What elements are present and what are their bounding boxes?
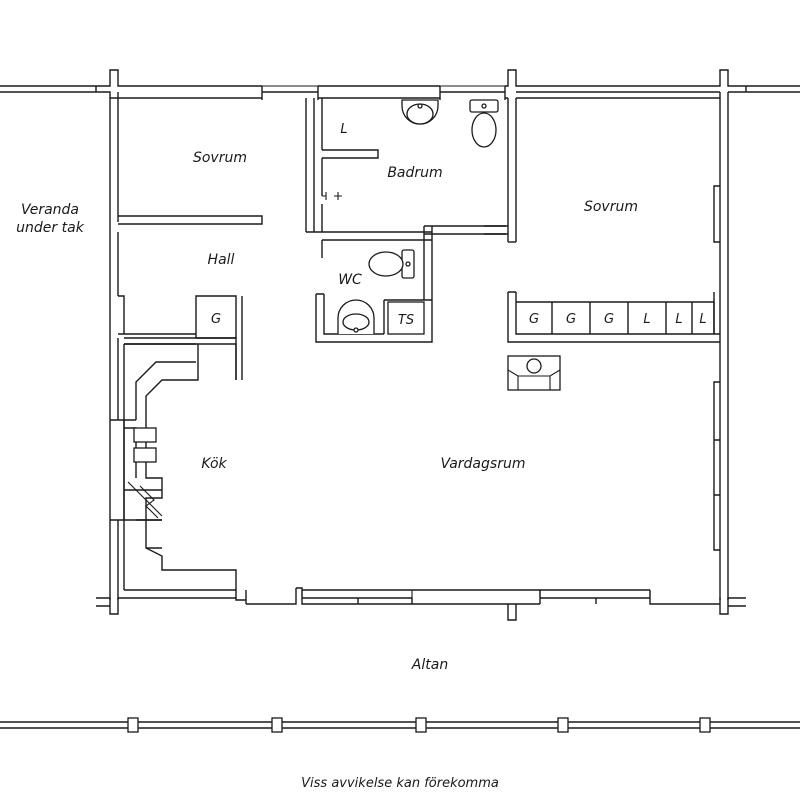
closet-row (516, 292, 715, 334)
interior-walls (118, 98, 720, 380)
room-label-kitchen: Kök (201, 456, 227, 472)
hall-wardrobe-label: G (211, 312, 221, 327)
room-label-bedroom-left: Sovrum (193, 150, 247, 166)
room-labels: Veranda under tak Sovrum Sovrum Hall Bad… (16, 150, 638, 673)
closet-label: G (566, 312, 576, 327)
wc-toilet-icon (368, 251, 404, 277)
linen-closet-label: L (340, 122, 347, 137)
room-label-veranda: Veranda (21, 202, 79, 218)
stove-burner-icon (133, 427, 157, 443)
closet-label: G (529, 312, 539, 327)
disclaimer-text: Viss avvikelse kan förekomma (301, 776, 499, 791)
bathroom-fixtures (322, 99, 499, 200)
laundry-label: TS (398, 313, 414, 328)
outer-walls (0, 69, 800, 621)
stove-icon (127, 481, 163, 519)
patio-railing (0, 717, 800, 733)
fixture-labels: L G TS G G G L L L (211, 122, 707, 328)
closet-label: L (675, 312, 682, 327)
room-label-patio: Altan (411, 657, 448, 673)
windows (262, 85, 651, 598)
room-label-bathroom: Badrum (387, 165, 442, 181)
fireplace (507, 355, 561, 391)
kitchen-fixtures (123, 295, 237, 598)
closet-label: G (604, 312, 614, 327)
wc-fixtures (337, 249, 425, 335)
room-label-wc: WC (338, 272, 362, 288)
room-label-living-room: Vardagsrum (441, 456, 526, 472)
closet-label: L (699, 312, 706, 327)
closet-label: L (643, 312, 650, 327)
room-label-hall: Hall (208, 252, 235, 268)
laundry-box (387, 301, 425, 335)
room-label-veranda-sub: under tak (16, 220, 85, 236)
room-label-bedroom-right: Sovrum (584, 199, 638, 215)
